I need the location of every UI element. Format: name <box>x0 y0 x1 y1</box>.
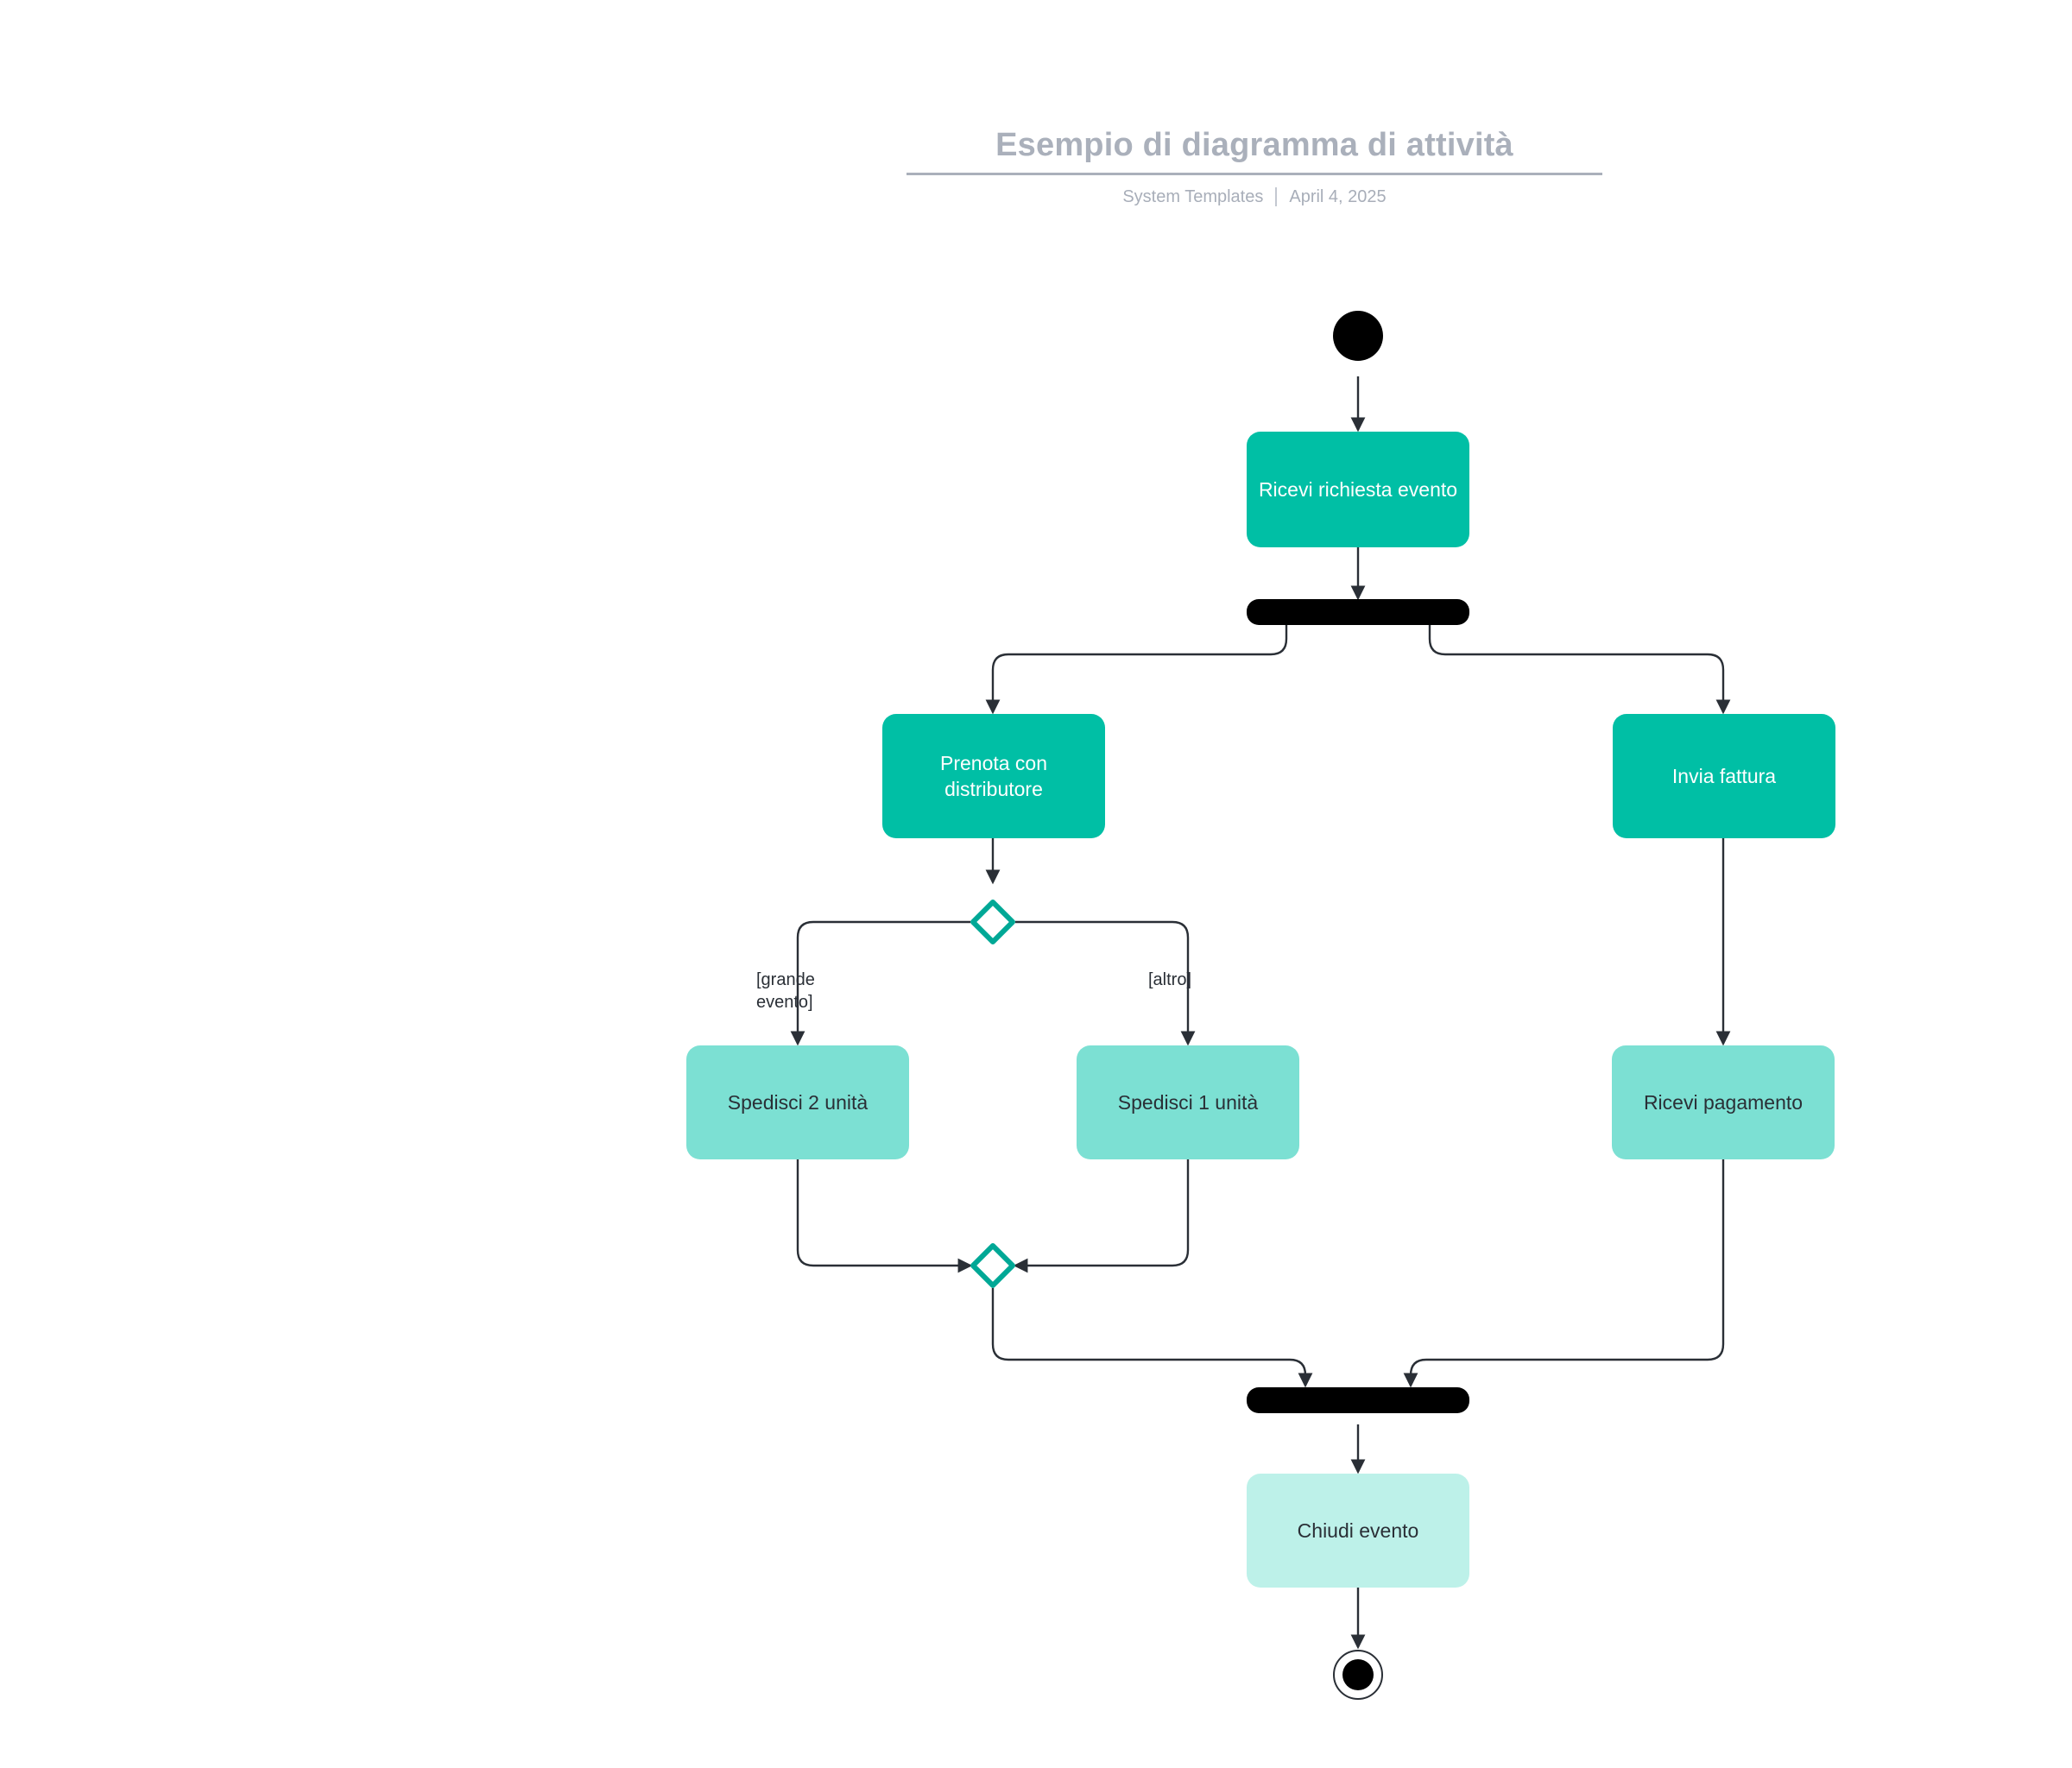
activity-node-prenota-con-distributore[interactable]: Prenota con distributore <box>882 714 1105 838</box>
activity-node-label: Chiudi evento <box>1297 1519 1419 1542</box>
activity-node-chiudi-evento[interactable]: Chiudi evento <box>1247 1474 1469 1588</box>
document-header: Esempio di diagramma di attività System … <box>906 127 1602 207</box>
guard-label-grande-evento: [grande evento] <box>756 970 815 1012</box>
activity-node-label: Prenota con distributore <box>939 751 1048 800</box>
subtitle-author: System Templates <box>1122 186 1264 206</box>
final-node-icon[interactable] <box>1333 1650 1383 1700</box>
edge-a5-to-merge <box>1013 1159 1190 1273</box>
join-bar[interactable] <box>1247 1387 1469 1413</box>
decision-node-icon[interactable] <box>970 900 1015 944</box>
activity-node-label: Spedisci 2 unità <box>727 1090 869 1114</box>
document-subtitle: System Templates April 4, 2025 <box>906 187 1602 207</box>
activity-node-spedisci-2-unita[interactable]: Spedisci 2 unità <box>686 1045 909 1159</box>
activity-node-label: Spedisci 1 unità <box>1117 1090 1259 1114</box>
activity-node-ricevi-pagamento[interactable]: Ricevi pagamento <box>1612 1045 1835 1159</box>
activity-node-invia-fattura[interactable]: Invia fattura <box>1613 714 1835 838</box>
edge-a4-to-merge <box>796 1159 973 1273</box>
edge-merge-to-join <box>991 1288 1313 1388</box>
edge-a6-to-join <box>1403 1159 1725 1388</box>
page-title: Esempio di diagramma di attività <box>995 127 1513 163</box>
activity-node-label: Ricevi pagamento <box>1643 1090 1804 1114</box>
edge-fork-to-a2 <box>985 625 1288 715</box>
final-node-inner <box>1342 1659 1374 1690</box>
fork-bar[interactable] <box>1247 599 1469 625</box>
merge-node-icon[interactable] <box>970 1243 1015 1288</box>
edge-fork-to-a3 <box>1428 625 1731 715</box>
guard-label-altro: [altro] <box>1148 970 1192 989</box>
initial-node-icon[interactable] <box>1333 311 1383 361</box>
subtitle-date: April 4, 2025 <box>1289 186 1387 206</box>
edge-decision-to-a4 <box>790 920 970 1046</box>
activity-node-label: Invia fattura <box>1671 764 1777 787</box>
activity-node-spedisci-1-unita[interactable]: Spedisci 1 unità <box>1077 1045 1299 1159</box>
title-divider <box>906 172 1602 175</box>
subtitle-separator-icon <box>1275 187 1278 207</box>
activity-node-ricevi-richiesta-evento[interactable]: Ricevi richiesta evento <box>1247 432 1469 547</box>
activity-node-label: Ricevi richiesta evento <box>1258 477 1458 501</box>
